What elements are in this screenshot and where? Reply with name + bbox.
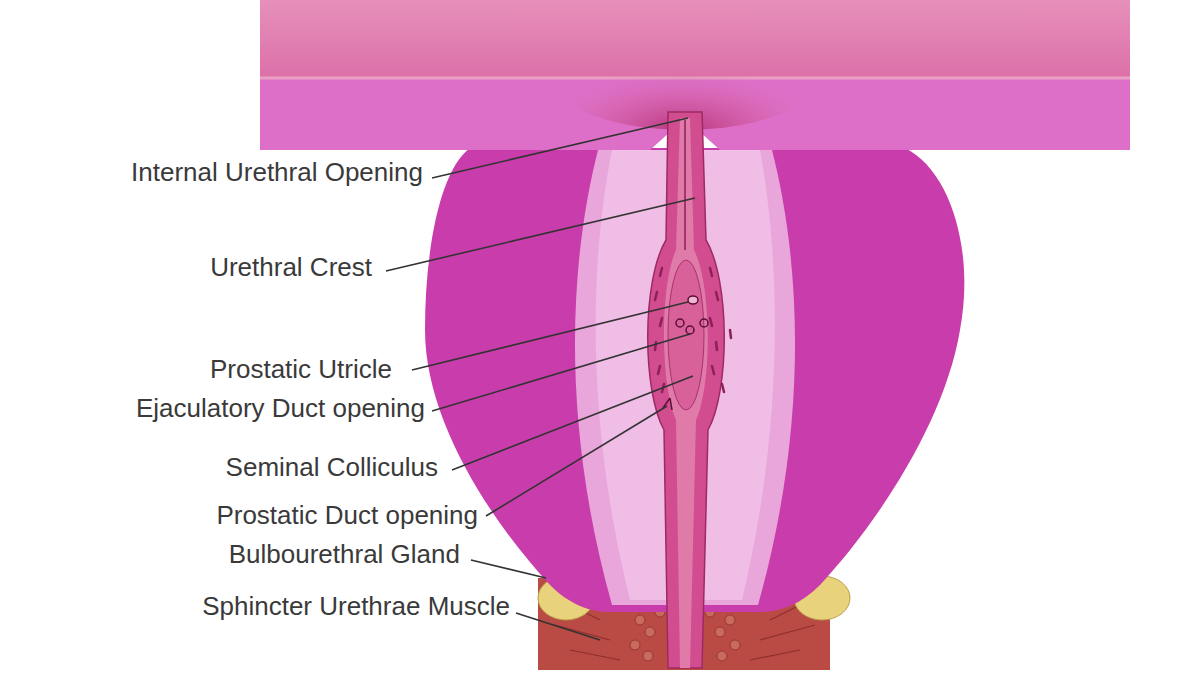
part-label: Ejaculatory Duct opening [136, 393, 425, 423]
part-label: Internal Urethral Opening [131, 157, 423, 187]
part-label: Prostatic Duct opening [216, 500, 478, 530]
part-label: Bulbourethral Gland [229, 539, 460, 569]
part-label: Seminal Colliculus [226, 452, 438, 482]
part-label: Prostatic Utricle [210, 354, 392, 384]
part-label: Sphincter Urethrae Muscle [202, 591, 510, 621]
part-label: Urethral Crest [210, 252, 372, 282]
